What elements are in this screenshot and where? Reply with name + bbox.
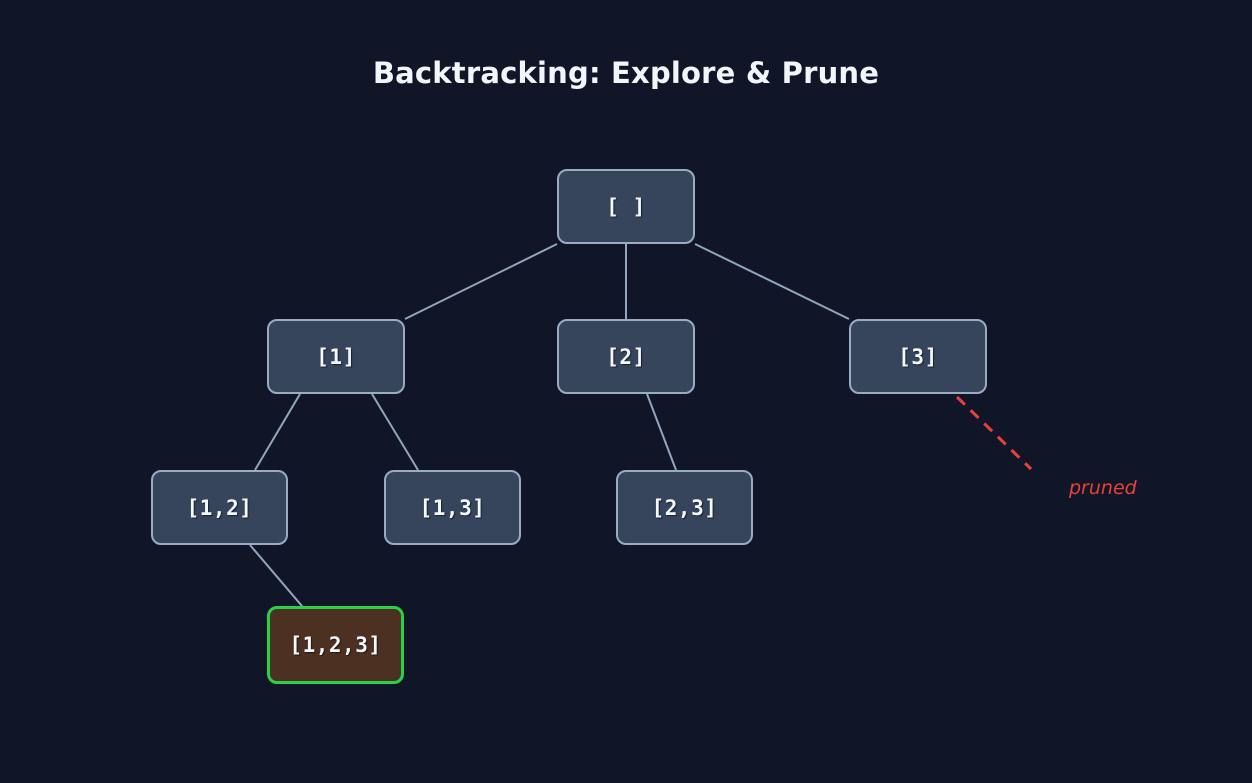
tree-node-n1[interactable]: [1] (267, 319, 405, 394)
tree-node-label: [1,2,3] (289, 633, 382, 657)
tree-node-label: [2] (606, 344, 646, 369)
pruned-edge-n3-pruned (955, 395, 1033, 471)
edge-n2-n23 (646, 393, 677, 471)
tree-node-label: [2,3] (651, 495, 718, 520)
tree-node-root[interactable]: [ ] (557, 169, 695, 244)
edge-n1-n13 (371, 393, 419, 471)
tree-node-n2[interactable]: [2] (557, 319, 695, 394)
tree-node-label: [1] (316, 344, 356, 369)
edge-root-n3 (694, 243, 850, 320)
pruned-label: pruned (1069, 477, 1137, 499)
tree-node-label: [3] (898, 344, 938, 369)
tree-node-label: [1,3] (419, 495, 486, 520)
page-title: Backtracking: Explore & Prune (372, 56, 880, 90)
tree-node-n13[interactable]: [1,3] (384, 470, 521, 545)
edge-n1-n12 (254, 393, 301, 471)
tree-node-n12[interactable]: [1,2] (151, 470, 288, 545)
tree-node-n123[interactable]: [1,2,3] (267, 606, 404, 684)
tree-node-n23[interactable]: [2,3] (616, 470, 753, 545)
edge-root-n1 (404, 243, 558, 320)
tree-node-label: [1,2] (186, 495, 253, 520)
tree-node-n3[interactable]: [3] (849, 319, 987, 394)
tree-node-label: [ ] (606, 194, 646, 219)
